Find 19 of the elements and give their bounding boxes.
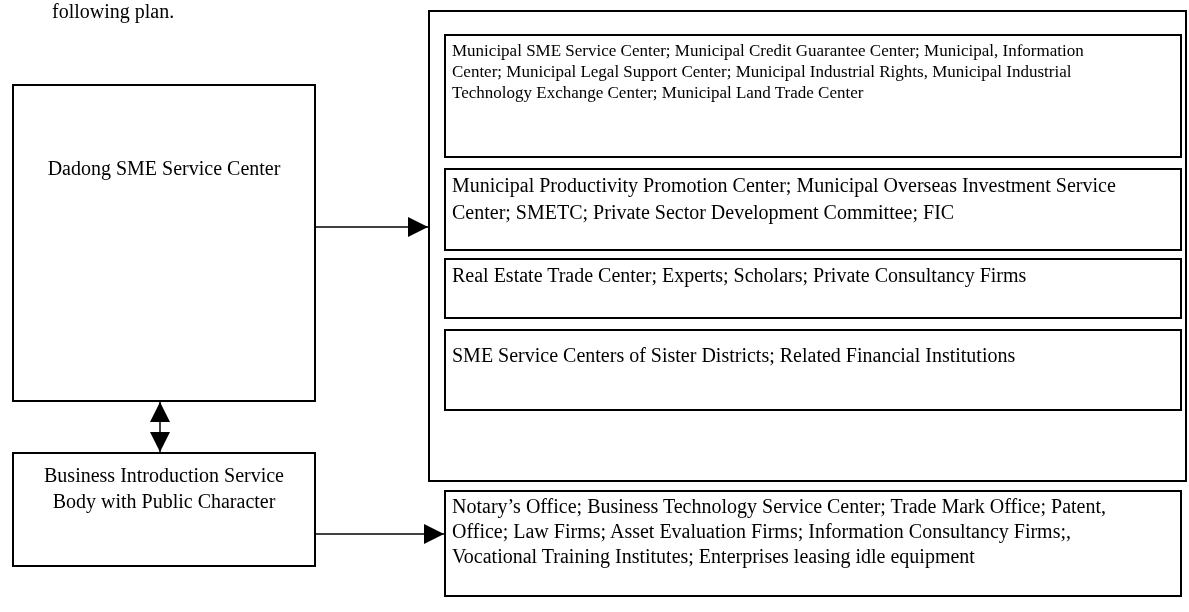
arrow xyxy=(150,401,170,453)
box-text: Real Estate Trade Center; Experts; Scholars; Private Consultancy Firms xyxy=(452,263,1027,289)
text-label: following plan. xyxy=(52,0,175,22)
text-box xyxy=(444,490,1182,597)
box-text: SME Service Centers of Sister Districts; Related Financial Institutions xyxy=(452,343,1016,368)
text-box xyxy=(444,329,1182,411)
text-box xyxy=(444,168,1182,251)
text-box xyxy=(444,258,1182,319)
box-text: Notary’s Office; Business Technology Service Center; Trade Mark Office; Patent, Office; Law Firms; Asset Evaluation Firms; Information Consultancy Firms;, Vocational Training Institutes; Enterprises leasing idle equipment xyxy=(452,494,1108,569)
box-text: Business Introduction Service Body with Public Character xyxy=(43,463,285,514)
group-box xyxy=(428,10,1187,482)
arrow xyxy=(315,524,445,544)
box-text: Municipal SME Service Center; Municipal Credit Guarantee Center; Municipal, Information Center; Municipal Legal Support Center; Municipal Industrial Rights, Municipal Industrial Technology Exchange Center; Municipal Land Trade Center xyxy=(452,40,1085,103)
box-text: Dadong SME Service Center xyxy=(47,156,281,182)
text-box xyxy=(12,84,316,402)
text-box xyxy=(12,452,316,567)
box-text: Municipal Productivity Promotion Center; Municipal Overseas Investment Service Center; SMETC; Private Sector Development Committee; FIC xyxy=(452,173,1117,226)
arrow xyxy=(315,217,429,237)
text-box xyxy=(444,34,1182,158)
